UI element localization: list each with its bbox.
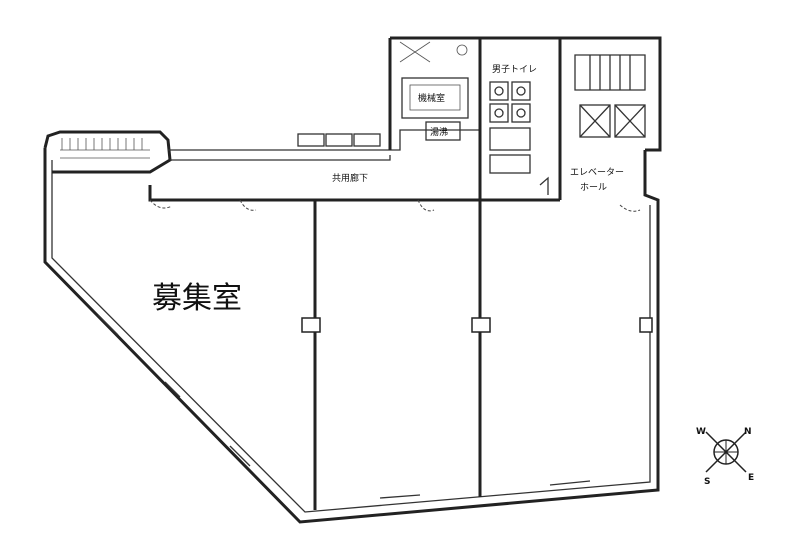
compass-s: S [704, 477, 710, 487]
outer-wall [43, 148, 660, 524]
compass-e: E [748, 473, 754, 483]
machine-room-label: 機械室 [418, 92, 445, 104]
door-3 [417, 199, 435, 212]
compass-icon [705, 431, 747, 473]
stair-bump [43, 130, 172, 174]
vacancy-label: 募集室 [152, 281, 242, 316]
machine-room [401, 77, 469, 119]
core-outline [388, 36, 662, 200]
corridor-wall-top [168, 129, 480, 151]
column-3 [639, 317, 653, 333]
outer-wall-inner [51, 160, 651, 513]
compass-n: N [744, 427, 752, 437]
ev-stair [574, 54, 646, 91]
column-2 [471, 317, 491, 333]
column-1 [301, 317, 321, 333]
elevator-hall-label-2: ホール [580, 182, 607, 193]
ev-hall-step [539, 176, 549, 195]
corridor-cabinets [297, 133, 381, 147]
door-1 [149, 199, 173, 209]
core-top-marks [399, 41, 468, 63]
compass-w: W [696, 427, 706, 437]
stair-treads [60, 138, 150, 159]
storage-box [425, 121, 461, 141]
storage-label: 湯沸 [430, 126, 448, 138]
toilet-label: 男子トイレ [492, 64, 537, 75]
door-4 [619, 204, 641, 212]
elevator-hall-label-1: エレベーター [570, 167, 624, 178]
elevator-shafts [579, 104, 646, 138]
corridor-inner [170, 155, 391, 161]
machine-room-inner [409, 84, 461, 111]
corridor-label: 共用廊下 [332, 172, 368, 184]
door-2 [239, 199, 257, 211]
corridor-wall-bottom [148, 185, 560, 202]
toilet-fixtures [489, 81, 531, 174]
window-marks [97, 314, 591, 499]
